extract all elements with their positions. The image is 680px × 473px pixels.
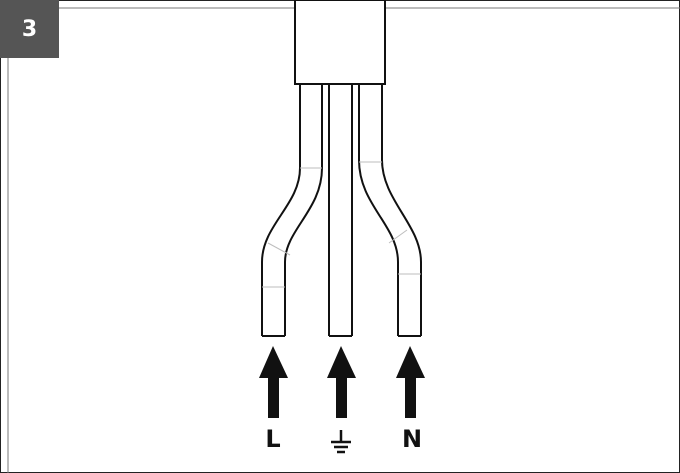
cable-sheath — [294, 0, 386, 85]
step-number-badge: 3 — [0, 0, 59, 58]
earth-ground-icon — [331, 430, 351, 454]
arrow-up-icon — [259, 346, 288, 418]
arrow-up-icon — [396, 346, 425, 418]
neutral-wire — [358, 84, 422, 337]
live-wire-label: L — [265, 425, 281, 453]
live-wire — [261, 84, 323, 337]
arrow-up-icon — [327, 346, 356, 418]
earth-wire — [328, 84, 353, 337]
neutral-wire-label: N — [401, 425, 423, 453]
